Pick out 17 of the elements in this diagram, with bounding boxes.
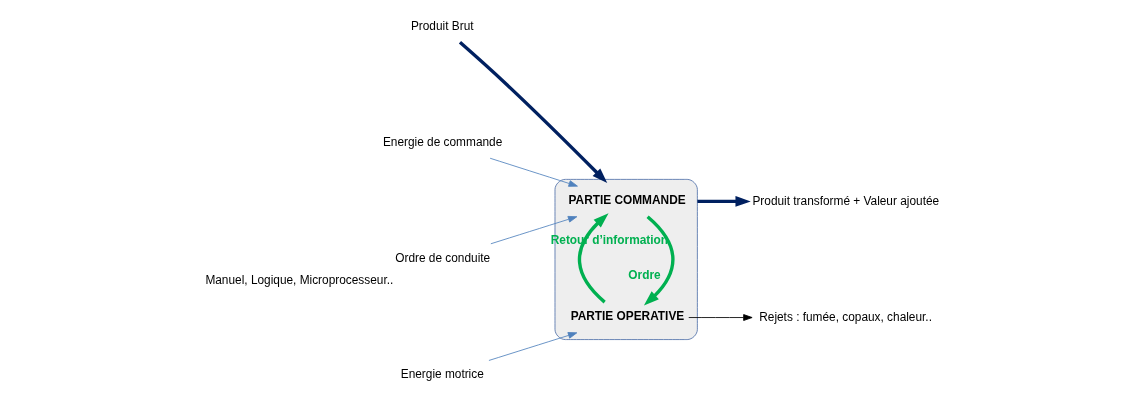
- node-text: Ordre de conduite: [394, 251, 490, 266]
- arrow: [489, 157, 578, 187]
- arrow: [458, 41, 607, 184]
- node-text: Produit Brut: [410, 18, 474, 33]
- node-text: Rejets : fumée, copaux, chaleur..: [758, 309, 932, 324]
- node-text: Produit transformé + Valeur ajoutée: [751, 193, 939, 208]
- arrow: [577, 213, 609, 304]
- node-label: Manuel, Logique, Microprocesseur..: [204, 272, 393, 287]
- arrow: [643, 215, 674, 306]
- node-text: PARTIE COMMANDE: [568, 192, 686, 207]
- edge-label: Ordre: [627, 268, 661, 283]
- node-text: PARTIE OPERATIVE: [570, 308, 684, 323]
- arrow: [488, 332, 577, 361]
- node-text: Energie de commande: [382, 135, 502, 150]
- arrow: [687, 314, 753, 321]
- node-text: Energie motrice: [400, 367, 484, 382]
- arrow: [696, 196, 751, 207]
